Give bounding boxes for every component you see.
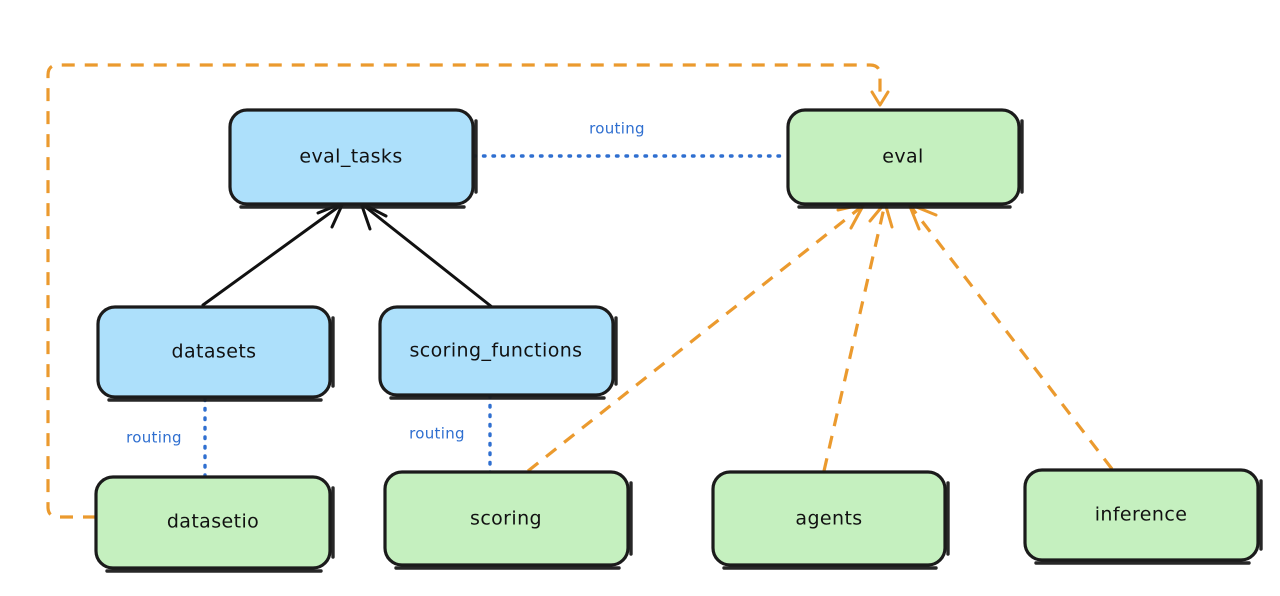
node-eval-tasks[interactable]: eval_tasks [228, 108, 478, 209]
node-eval-tasks-label: eval_tasks [299, 146, 402, 168]
edge-datasets-eval-tasks[interactable] [201, 201, 345, 307]
node-datasetio-shape [94, 475, 332, 570]
edge-label-routing-scoring: routing [409, 425, 465, 443]
node-layer: eval_tasks eval datasets scor [94, 108, 1263, 573]
node-scoring-label: scoring [470, 508, 542, 530]
node-eval[interactable]: eval [786, 108, 1024, 209]
node-scoring-functions[interactable]: scoring_functions [378, 305, 618, 400]
edge-scoring-eval-path [527, 206, 861, 473]
node-datasets-label: datasets [172, 341, 257, 363]
node-eval-tasks-shape [228, 108, 475, 206]
edge-inference-eval[interactable] [907, 202, 1114, 470]
edge-label-layer: routing routing routing [126, 120, 645, 447]
node-datasets-shape [96, 305, 332, 399]
edge-agents-eval[interactable] [822, 201, 894, 472]
edge-datasetio-eval-arrowhead [870, 90, 890, 107]
edge-datasetio-eval-path [46, 63, 882, 519]
edge-datasets-eval-tasks-path [201, 203, 343, 307]
edge-datasetio-eval[interactable] [46, 63, 890, 519]
node-inference[interactable]: inference [1023, 468, 1263, 565]
node-scoring-functions-label: scoring_functions [410, 340, 583, 362]
node-scoring-shape [383, 470, 630, 567]
edge-scoring-functions-eval-tasks[interactable] [359, 201, 494, 309]
edge-scoring-functions-eval-tasks-path [361, 203, 494, 309]
node-eval-shape [786, 108, 1021, 206]
node-inference-label: inference [1095, 504, 1188, 526]
node-eval-label: eval [882, 146, 923, 168]
edge-layer [46, 63, 1114, 519]
node-datasets[interactable]: datasets [96, 305, 335, 402]
node-agents-shape [711, 470, 947, 567]
node-datasetio[interactable]: datasetio [94, 475, 335, 573]
node-agents[interactable]: agents [711, 470, 950, 570]
edge-agents-eval-path [822, 207, 886, 472]
edge-label-routing-eval: routing [589, 120, 645, 138]
node-datasetio-label: datasetio [167, 511, 259, 533]
node-inference-shape [1023, 468, 1260, 562]
node-agents-label: agents [795, 508, 862, 530]
node-scoring[interactable]: scoring [383, 470, 633, 570]
edge-label-routing-datasetio: routing [126, 429, 182, 447]
edge-inference-eval-path [910, 207, 1114, 470]
node-scoring-functions-shape [378, 305, 615, 397]
